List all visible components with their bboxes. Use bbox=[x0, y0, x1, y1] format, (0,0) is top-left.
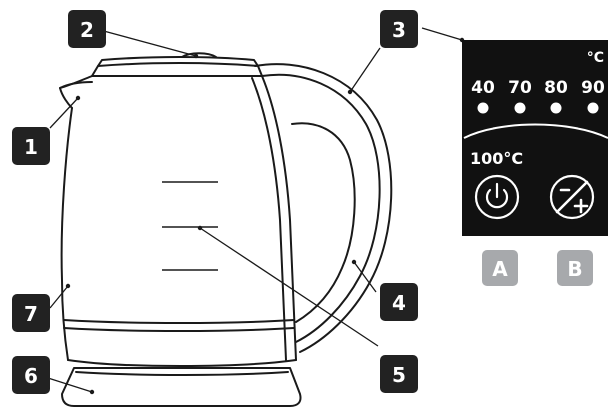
kettle-lid bbox=[97, 56, 259, 67]
kettle-body-bottom bbox=[67, 359, 297, 367]
temp-label-70: 70 bbox=[508, 78, 532, 98]
leader-dot-4 bbox=[351, 259, 357, 265]
temp-indicator-70 bbox=[514, 102, 526, 114]
temp-label-90: 90 bbox=[581, 78, 605, 98]
callout-label-6: 6 bbox=[24, 364, 38, 388]
callout-label-3: 3 bbox=[392, 18, 406, 42]
kettle-body-right bbox=[261, 75, 297, 361]
leader-6 bbox=[47, 377, 93, 393]
minus-plus-icon bbox=[555, 180, 589, 214]
callout-label-5: 5 bbox=[392, 363, 406, 387]
kettle-handle bbox=[254, 63, 393, 353]
kettle-spout bbox=[59, 75, 93, 109]
leader-dot-2 bbox=[193, 53, 199, 59]
callout-badge-5: 5 bbox=[380, 355, 418, 393]
kettle-bottom-band-2 bbox=[63, 327, 295, 332]
leader-7 bbox=[49, 285, 69, 309]
button-tag-b-label: B bbox=[567, 257, 582, 281]
leader-1 bbox=[49, 97, 79, 129]
callout-badge-6: 6 bbox=[12, 356, 50, 394]
kettle-bottom-band bbox=[63, 319, 295, 324]
temp-indicator-80 bbox=[550, 102, 562, 114]
power-button[interactable] bbox=[474, 174, 520, 220]
kettle-handle-opening bbox=[291, 122, 356, 323]
button-tag-b: B bbox=[557, 250, 593, 286]
boil-label: 100°C bbox=[470, 149, 523, 168]
panel-unit-label: °C bbox=[587, 50, 604, 66]
leader-dot-6 bbox=[89, 389, 95, 395]
kettle-lid-rim bbox=[91, 65, 263, 77]
leader-dot-1 bbox=[75, 95, 81, 101]
kettle-illustration bbox=[59, 52, 393, 407]
kettle-base-top bbox=[75, 371, 289, 376]
callout-badge-3: 3 bbox=[380, 10, 418, 48]
callout-badge-2: 2 bbox=[68, 10, 106, 48]
temperature-adjust-button[interactable] bbox=[549, 174, 595, 220]
temp-indicator-40 bbox=[477, 102, 489, 114]
leader-dot-5 bbox=[197, 225, 203, 231]
kettle-handle-inner-edge bbox=[261, 73, 381, 343]
button-tag-a-label: A bbox=[492, 257, 508, 281]
kettle-body bbox=[60, 107, 73, 361]
leader-3 bbox=[421, 27, 463, 41]
temp-label-80: 80 bbox=[544, 78, 568, 98]
leader-4 bbox=[353, 261, 377, 293]
kettle-lid-knob bbox=[181, 52, 217, 58]
kettle-body-right-inner bbox=[251, 77, 287, 361]
leader-dots bbox=[65, 37, 465, 395]
callout-label-2: 2 bbox=[80, 18, 94, 42]
temp-indicator-90 bbox=[587, 102, 599, 114]
kettle-spout-lip bbox=[59, 81, 93, 89]
kettle-base bbox=[61, 367, 302, 407]
leader-5 bbox=[199, 227, 379, 347]
callout-badge-1: 1 bbox=[12, 127, 50, 165]
panel-divider-curve bbox=[463, 123, 609, 139]
water-level-marks bbox=[162, 181, 218, 271]
callout-label-4: 4 bbox=[392, 291, 406, 315]
leader-2 bbox=[99, 29, 197, 57]
callout-badge-4: 4 bbox=[380, 283, 418, 321]
temp-label-40: 40 bbox=[471, 78, 495, 98]
power-icon bbox=[485, 182, 509, 209]
leader-3b bbox=[349, 47, 381, 93]
leader-lines bbox=[47, 27, 463, 393]
control-panel: °C 40 70 80 90 100°C bbox=[462, 40, 609, 236]
callout-badge-7: 7 bbox=[12, 294, 50, 332]
leader-dot-3b bbox=[347, 89, 353, 95]
button-tag-a: A bbox=[482, 250, 518, 286]
callout-label-1: 1 bbox=[24, 135, 38, 159]
callout-label-7: 7 bbox=[24, 302, 38, 326]
leader-dot-7 bbox=[65, 283, 71, 289]
